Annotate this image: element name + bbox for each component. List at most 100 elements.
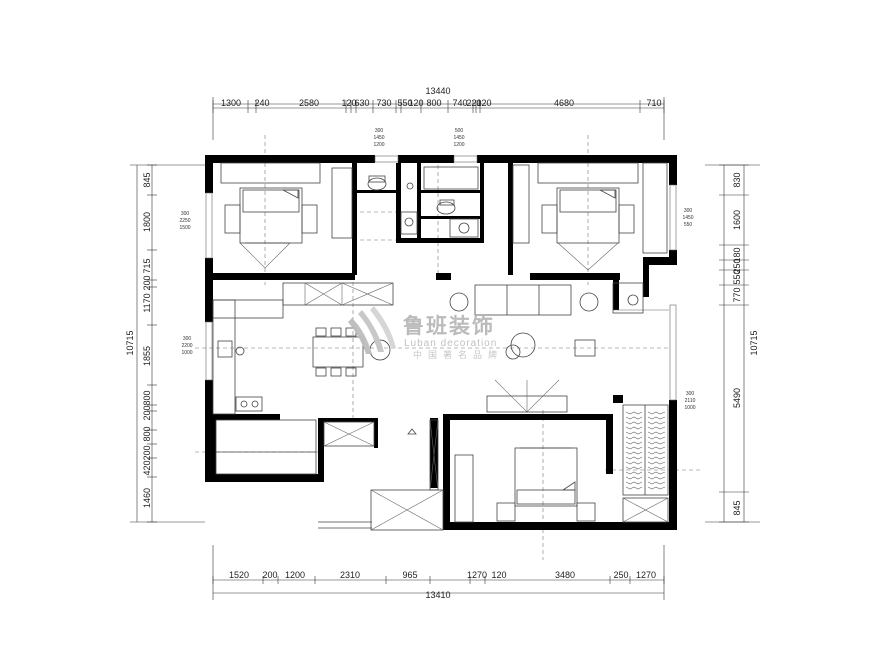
tag-right-bedroom-3: 550 [684,222,693,228]
hanger-icon [647,466,666,470]
hanger-icon [647,421,666,425]
hanger-icon [625,456,643,460]
bottom-dim-4: 2310 [340,570,360,580]
right-dim-5: 550 [732,269,742,284]
utility-areas [215,419,444,531]
hanger-icon [625,446,643,450]
exterior-walls [205,155,677,530]
left-dim-3: 715 [142,258,152,273]
tag-top-right-3: 1200 [453,142,464,148]
bottom-dim-5: 965 [402,570,417,580]
hanger-icon [625,421,643,425]
hanger-icon [625,466,643,470]
bottom-total-dimension: 13410 [425,590,450,600]
tag-left-kitchen-2: 2200 [181,343,192,349]
left-dim-9: 800 [142,426,152,441]
tag-right-living-2: 2110 [685,398,696,404]
tag-right-living-3: 1000 [684,405,695,411]
hanger-icon [625,426,643,430]
bedroom-2 [512,162,668,271]
bottom-dim-9: 250 [613,570,628,580]
hanger-icon [647,446,666,450]
hanger-icon [625,461,643,465]
top-dim-6: 730 [376,98,391,108]
left-dim-11: 420 [142,460,152,475]
tag-right-bedroom-2: 1450 [682,215,693,221]
tag-top-left-1: 300 [375,128,384,134]
right-dim-1: 830 [732,172,742,187]
tag-left-kitchen-1: 300 [183,336,192,342]
left-dim-1: 845 [142,172,152,187]
hanger-icon [647,411,666,415]
right-dim-7: 5490 [732,388,742,408]
top-dim-7: 550 [397,98,412,108]
right-dim-4: 250 [732,258,742,273]
tag-left-kitchen-3: 1000 [181,350,192,356]
right-dimension-chain: 830 1600 180 250 550 770 5490 845 10715 [705,164,760,523]
left-dim-10: 200 [142,445,152,460]
tag-left-bedroom-3: 1500 [179,225,190,231]
bottom-dim-8: 3480 [555,570,575,580]
hanger-icon [647,431,666,435]
left-dim-2: 1800 [142,212,152,232]
hanger-icon [647,486,666,490]
hanger-icon [647,471,666,475]
hanger-icon [625,486,643,490]
watermark-name: 鲁班装饰 [403,314,495,338]
tag-left-bedroom-2: 2250 [179,218,190,224]
left-dim-12: 1460 [142,488,152,508]
window-tags: 300 1450 1200 500 1450 1200 300 2250 150… [179,128,695,411]
tag-right-bedroom-1: 300 [684,208,693,214]
hanger-icon [625,436,643,440]
watermark: 鲁班装饰 Luban decoration 中国著名品牌 [348,306,503,361]
bottom-dim-6: 1270 [467,570,487,580]
top-total-dimension: 13440 [425,86,450,96]
hanger-icon [647,456,666,460]
brand-logo-icon [348,306,396,354]
top-dim-1: 1300 [221,98,241,108]
bedroom-3 [454,404,669,523]
right-dim-6: 770 [732,287,742,302]
hanger-icon [647,476,666,480]
right-dim-3: 180 [732,247,742,262]
hanger-icon [647,426,666,430]
bottom-dim-1: 1520 [229,570,249,580]
top-dim-3: 2580 [299,98,319,108]
hanger-icon [647,416,666,420]
left-dim-7: 800 [142,390,152,405]
top-dim-12: 120 [476,98,491,108]
top-dim-2: 240 [254,98,269,108]
top-dimension-chain: 13440 1300 240 2580 120 630 730 550 120 … [212,86,665,140]
top-dim-14: 710 [646,98,661,108]
tag-top-left-2: 1450 [373,135,384,141]
bottom-dim-10: 1270 [636,570,656,580]
left-total-dimension: 10715 [125,330,135,355]
right-total-dimension: 10715 [749,330,759,355]
top-dim-8: 120 [408,98,423,108]
tag-right-living-1: 300 [686,391,695,397]
bottom-dim-3: 1200 [285,570,305,580]
right-dim-2: 1600 [732,210,742,230]
tag-top-right-2: 1450 [453,135,464,141]
top-dim-13: 4680 [554,98,574,108]
hanger-icon [647,481,666,485]
left-dim-8: 200 [142,405,152,420]
top-dim-5: 630 [354,98,369,108]
hanger-icon [625,411,643,415]
top-dim-10: 740 [452,98,467,108]
bottom-dim-7: 120 [491,570,506,580]
bottom-dimension-chain: 1520 200 1200 2310 965 1270 120 3480 250… [212,545,665,600]
watermark-tagline: 中国著名品牌 [413,349,503,361]
living-room [449,282,644,413]
tag-top-left-3: 1200 [373,142,384,148]
left-dim-4: 200 [142,275,152,290]
hanger-icon [625,441,643,445]
hanger-icon [625,471,643,475]
right-dim-8: 845 [732,500,742,515]
hanger-icon [647,436,666,440]
windows [205,155,677,401]
hanger-icon [625,451,643,455]
top-dim-11: 220 [466,98,481,108]
watermark-english: Luban decoration [404,338,497,349]
